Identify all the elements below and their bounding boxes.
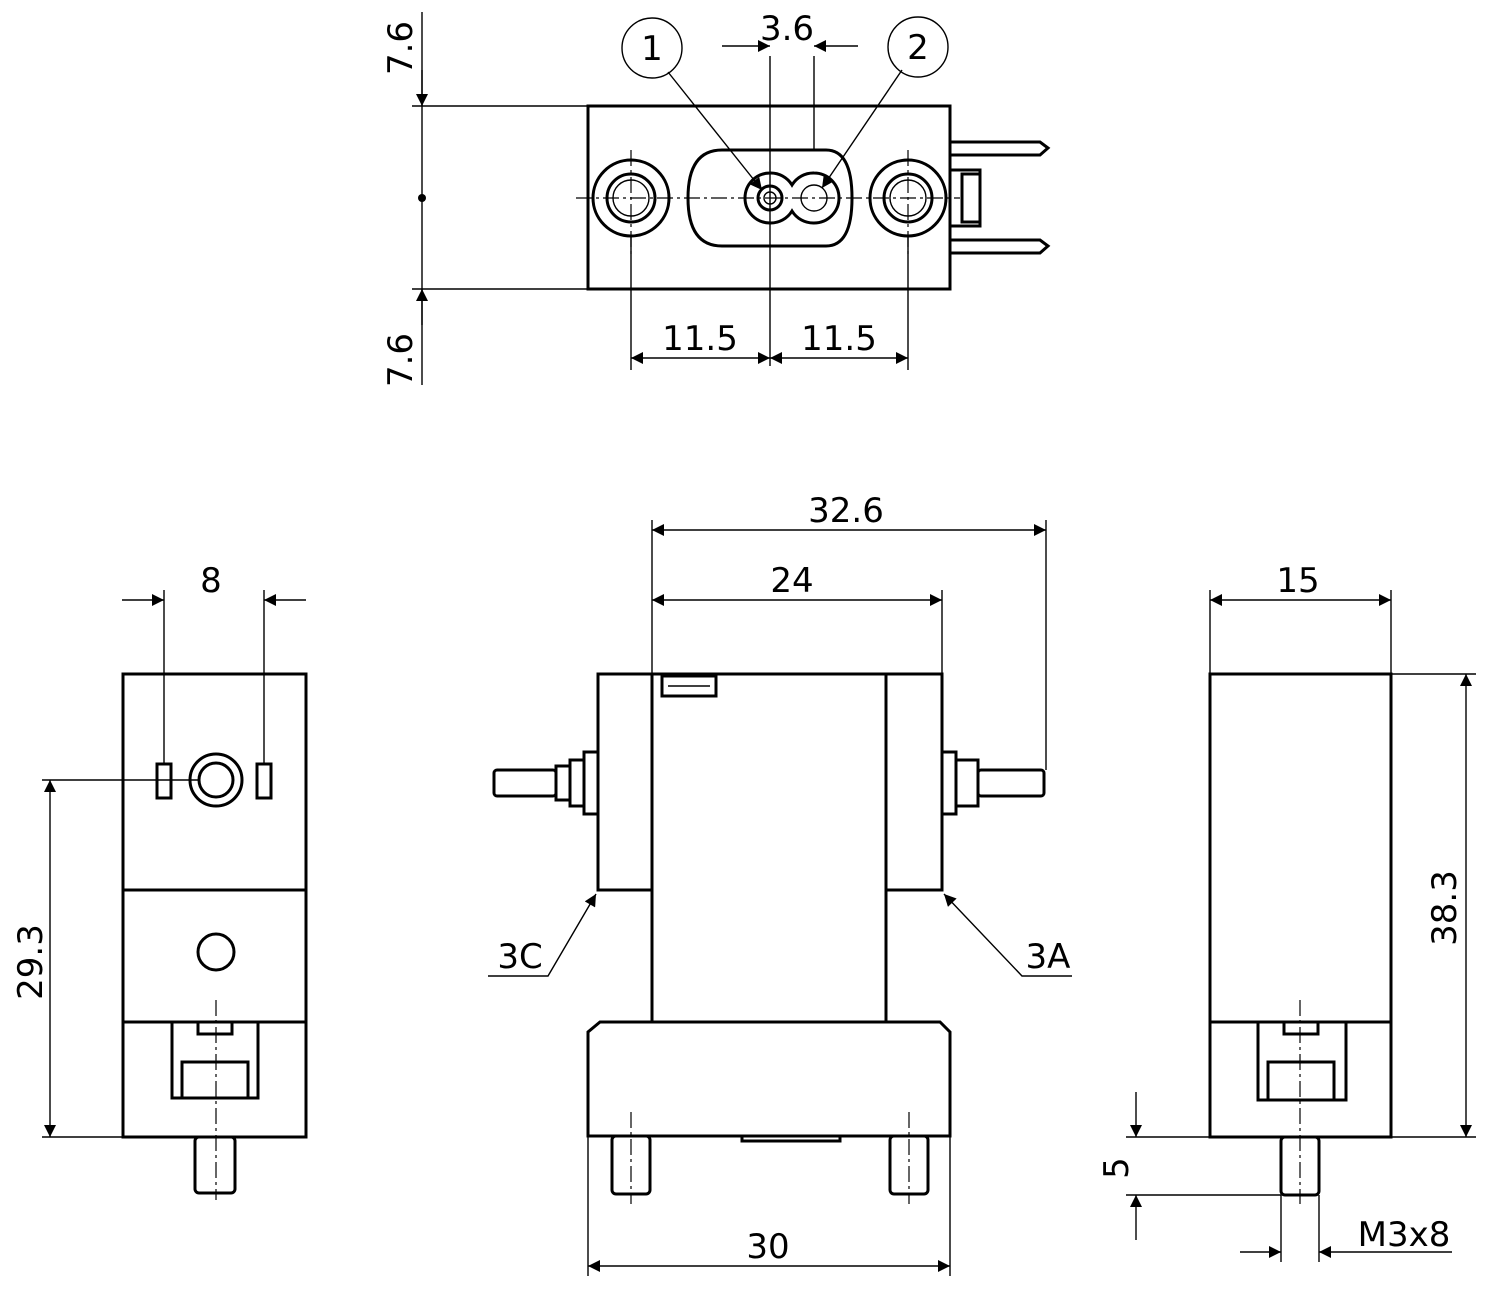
left-connector-pin-right <box>255 762 273 800</box>
dim-7-6-center-dot <box>418 194 426 202</box>
right-coil-housing <box>1208 672 1393 1024</box>
top-port-cavity <box>686 148 854 248</box>
dim-30-label: 30 <box>746 1227 789 1267</box>
left-valve-body <box>121 888 308 1024</box>
dim-7-6-lower-label: 7.6 <box>381 333 421 387</box>
top-port-pocket <box>743 171 841 225</box>
dim-8-label: 8 <box>200 561 222 601</box>
front-right-cap <box>884 672 944 892</box>
left-side-view: 8 29.3 <box>11 561 308 1200</box>
port-3a-label: 3A <box>1026 937 1071 977</box>
left-coil-housing <box>121 672 308 892</box>
left-connector-pin-left <box>155 762 173 800</box>
right-side-view: 15 38.3 5 M3x8 <box>1097 561 1476 1262</box>
port-3c-leader <box>488 893 597 977</box>
left-base-notch <box>196 1022 234 1036</box>
balloon-1-leader <box>667 71 763 191</box>
balloon-2-circle <box>887 16 949 78</box>
right-base-recess <box>1266 1060 1336 1102</box>
dim-3-6-label: 3.6 <box>760 9 814 49</box>
thread-label: M3x8 <box>1358 1215 1451 1255</box>
front-base-boss <box>740 1134 842 1143</box>
front-left-fitting <box>492 750 600 816</box>
balloon-1-label: 1 <box>641 29 663 69</box>
front-coil-clip <box>660 674 718 698</box>
dim-15-label: 15 <box>1276 561 1319 601</box>
front-right-fitting <box>940 750 1046 816</box>
balloon-1-circle <box>621 17 683 79</box>
front-left-cap <box>596 672 654 892</box>
dim-29-3-label: 29.3 <box>11 924 51 1000</box>
front-base <box>586 1020 952 1138</box>
port-3c-label: 3C <box>497 937 542 977</box>
right-base-notch <box>1282 1022 1320 1036</box>
front-coil <box>650 672 888 1024</box>
dim-11-5-left-label: 11.5 <box>662 319 738 359</box>
dim-32-6-label: 32.6 <box>808 491 884 531</box>
top-port-2-hole <box>800 184 828 212</box>
left-base-recess <box>180 1060 250 1100</box>
dim-11-5-right-label: 11.5 <box>801 319 877 359</box>
left-connector-inner <box>197 761 235 799</box>
front-view: 32.6 24 30 3C 3A <box>488 491 1072 1276</box>
left-mounting-stud <box>193 1135 237 1195</box>
top-connector-pins <box>948 140 1051 255</box>
dim-24-label: 24 <box>770 561 813 601</box>
dim-38-3-label: 38.3 <box>1425 870 1465 946</box>
dim-7-6-upper-label: 7.6 <box>381 21 421 75</box>
balloon-2-leader <box>821 69 903 189</box>
top-view: 3.6 11.5 11.5 7.6 7.6 1 2 <box>381 9 1051 387</box>
dim-5-label: 5 <box>1097 1157 1137 1179</box>
left-base <box>121 1020 308 1139</box>
left-body-hole <box>196 932 236 972</box>
port-3a-leader <box>943 893 1072 977</box>
balloon-2-label: 2 <box>907 28 929 68</box>
